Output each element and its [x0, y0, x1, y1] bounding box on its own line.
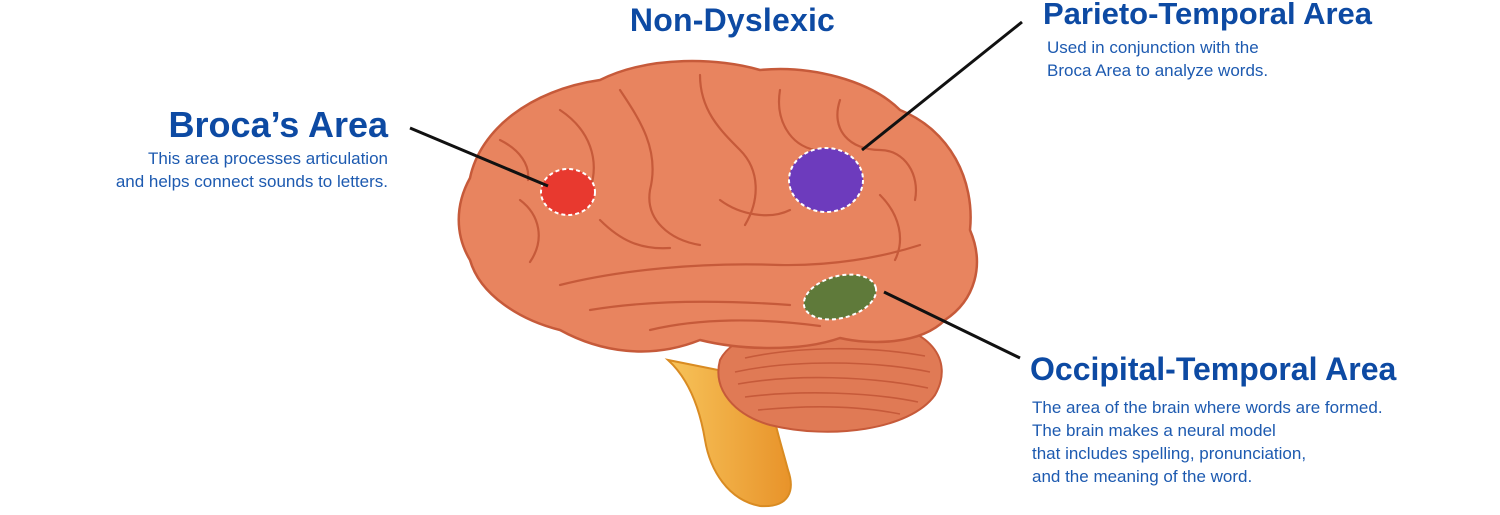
- broca-leader-line: [409, 126, 549, 188]
- occipital-desc-line: The area of the brain where words are fo…: [1032, 398, 1383, 417]
- broca-area-highlight: [540, 168, 596, 216]
- broca-area-description: This area processes articulation and hel…: [116, 147, 388, 193]
- parieto-temporal-area-description: Used in conjunction with the Broca Area …: [1047, 36, 1268, 82]
- occipital-temporal-area-highlight: [802, 273, 878, 321]
- broca-desc-line: and helps connect sounds to letters.: [115, 172, 388, 191]
- occipital-desc-line: that includes spelling, pronunciation,: [1032, 444, 1307, 463]
- parieto-desc-line: Used in conjunction with the: [1047, 38, 1259, 57]
- broca-area-title: Broca’s Area: [168, 104, 388, 145]
- parieto-desc-line: Broca Area to analyze words.: [1047, 61, 1269, 80]
- occipital-temporal-leader-line: [883, 290, 1021, 360]
- parieto-temporal-leader-line: [861, 20, 1023, 152]
- cerebellum-folds: [734, 347, 931, 415]
- broca-desc-line: This area processes articulation: [147, 149, 388, 168]
- occipital-temporal-area-description: The area of the brain where words are fo…: [1032, 396, 1383, 488]
- occipital-temporal-area-title: Occipital-Temporal Area: [1030, 351, 1397, 387]
- diagram-title: Non-Dyslexic: [629, 2, 836, 38]
- parieto-temporal-area-title: Parieto-Temporal Area: [1043, 0, 1373, 31]
- occipital-desc-line: and the meaning of the word.: [1032, 467, 1253, 486]
- parieto-temporal-area-highlight: [788, 147, 864, 213]
- occipital-desc-line: The brain makes a neural model: [1032, 421, 1276, 440]
- cerebrum: [457, 59, 979, 353]
